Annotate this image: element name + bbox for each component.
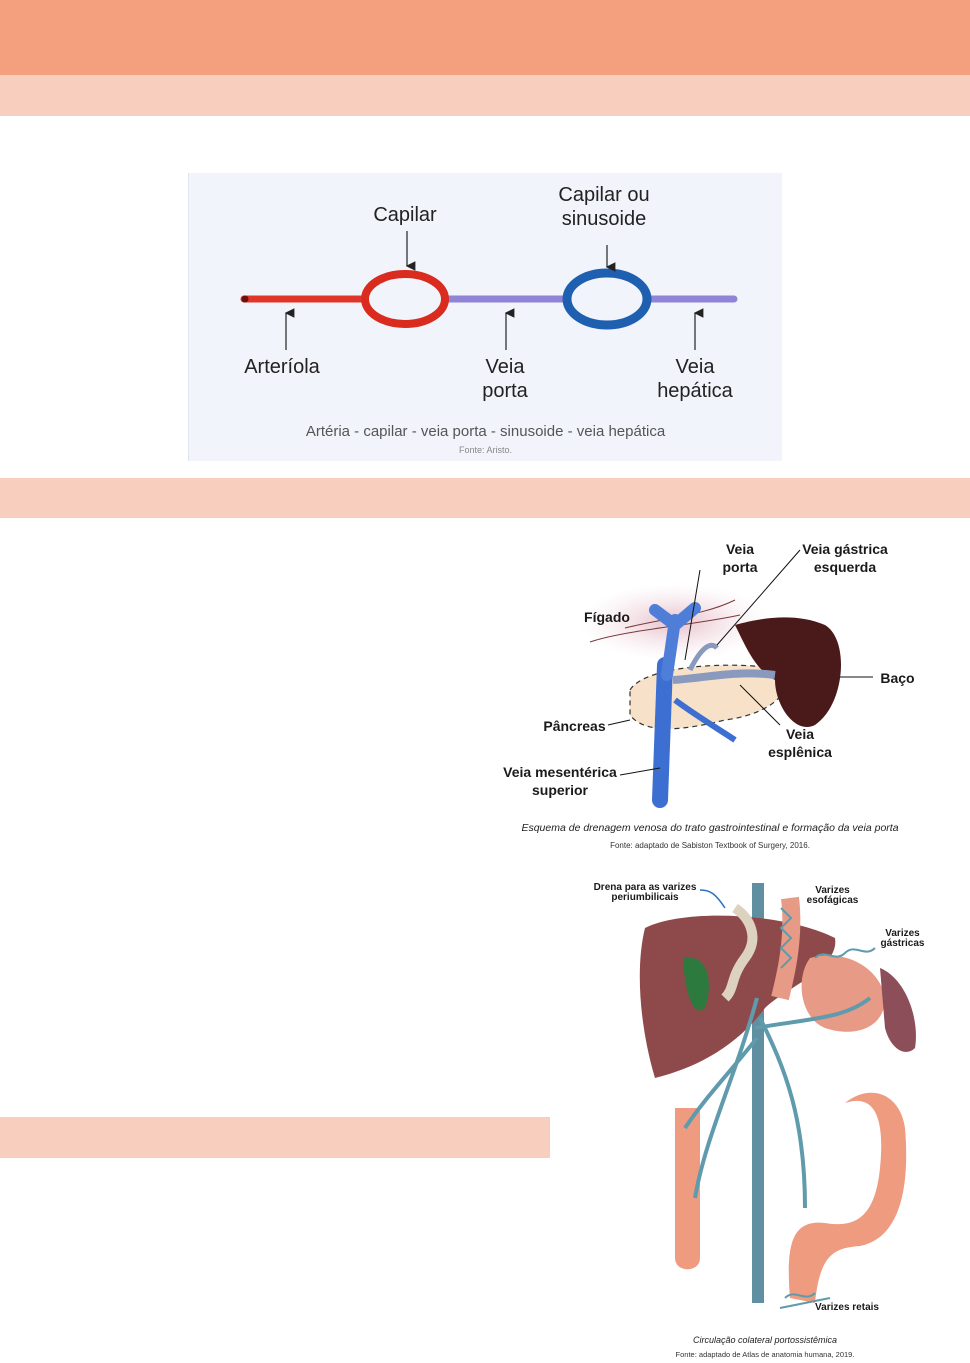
splenic-vein bbox=[672, 669, 776, 684]
circulation-diagram: Capilar Capilar ou sinusoide Arteríola V… bbox=[188, 173, 782, 461]
section-band-3 bbox=[0, 1117, 550, 1158]
label-sinusoide: sinusoide bbox=[561, 208, 647, 230]
label-pancreas: Pâncreas bbox=[543, 718, 606, 734]
label-veia-hepatica-1: Veia bbox=[675, 356, 715, 378]
header-band bbox=[0, 0, 970, 75]
rectal-varices bbox=[779, 1292, 831, 1309]
drainage-arrow bbox=[699, 889, 726, 909]
left-gastric-vein bbox=[687, 642, 719, 672]
label-capilar-ou: Capilar ou bbox=[558, 184, 650, 206]
arteriole-end bbox=[241, 295, 249, 303]
spleen-shape bbox=[735, 617, 842, 727]
gastric-varices bbox=[814, 947, 876, 959]
liver-edge bbox=[589, 614, 741, 643]
circulation-diagram-drawing bbox=[240, 231, 738, 350]
branch-vein bbox=[673, 697, 737, 743]
label-veia-porta-1: Veia bbox=[485, 356, 525, 378]
capillary-loop bbox=[361, 270, 449, 328]
figure3-source: Fonte: adaptado de Atlas de anatomia hum… bbox=[675, 1350, 855, 1359]
spleen-shape bbox=[880, 968, 916, 1052]
sinusoid-loop bbox=[562, 268, 652, 330]
portal-tributaries bbox=[683, 996, 872, 1209]
stomach-shape bbox=[801, 955, 885, 1032]
label-arteriola: Arteríola bbox=[244, 356, 320, 378]
label-veia-hepatica-2: hepática bbox=[657, 380, 733, 402]
figure1-caption: Artéria - capilar - veia porta - sinusoi… bbox=[305, 423, 666, 440]
label-figado: Fígado bbox=[584, 609, 630, 625]
section-band-2 bbox=[0, 478, 970, 518]
label-veia-porta-2: porta bbox=[482, 380, 528, 402]
section-band-1 bbox=[0, 75, 970, 116]
figure3-caption: Circulação colateral portossistêmica bbox=[692, 1335, 838, 1345]
portal-vein bbox=[649, 602, 701, 681]
mesenteric-vein bbox=[652, 657, 673, 808]
label-varizes-retais: Varizes retais bbox=[815, 1302, 879, 1313]
esophageal-varices bbox=[779, 907, 793, 969]
portal-vein-anatomy-drawing bbox=[580, 549, 873, 808]
collateral-circulation-drawing bbox=[639, 883, 916, 1309]
figure1-source: Fonte: Aristo. bbox=[458, 445, 513, 455]
ascending-colon bbox=[675, 1108, 700, 1270]
label-baco: Baço bbox=[880, 670, 915, 686]
label-capilar: Capilar bbox=[373, 204, 437, 226]
figure2-caption: Esquema de drenagem venosa do trato gast… bbox=[521, 822, 899, 834]
descending-sigmoid-colon bbox=[788, 1092, 907, 1303]
gallbladder-shape bbox=[683, 957, 709, 1011]
umbilical-ligament bbox=[721, 903, 758, 1002]
figure2-source: Fonte: adaptado de Sabiston Textbook of … bbox=[610, 841, 810, 850]
